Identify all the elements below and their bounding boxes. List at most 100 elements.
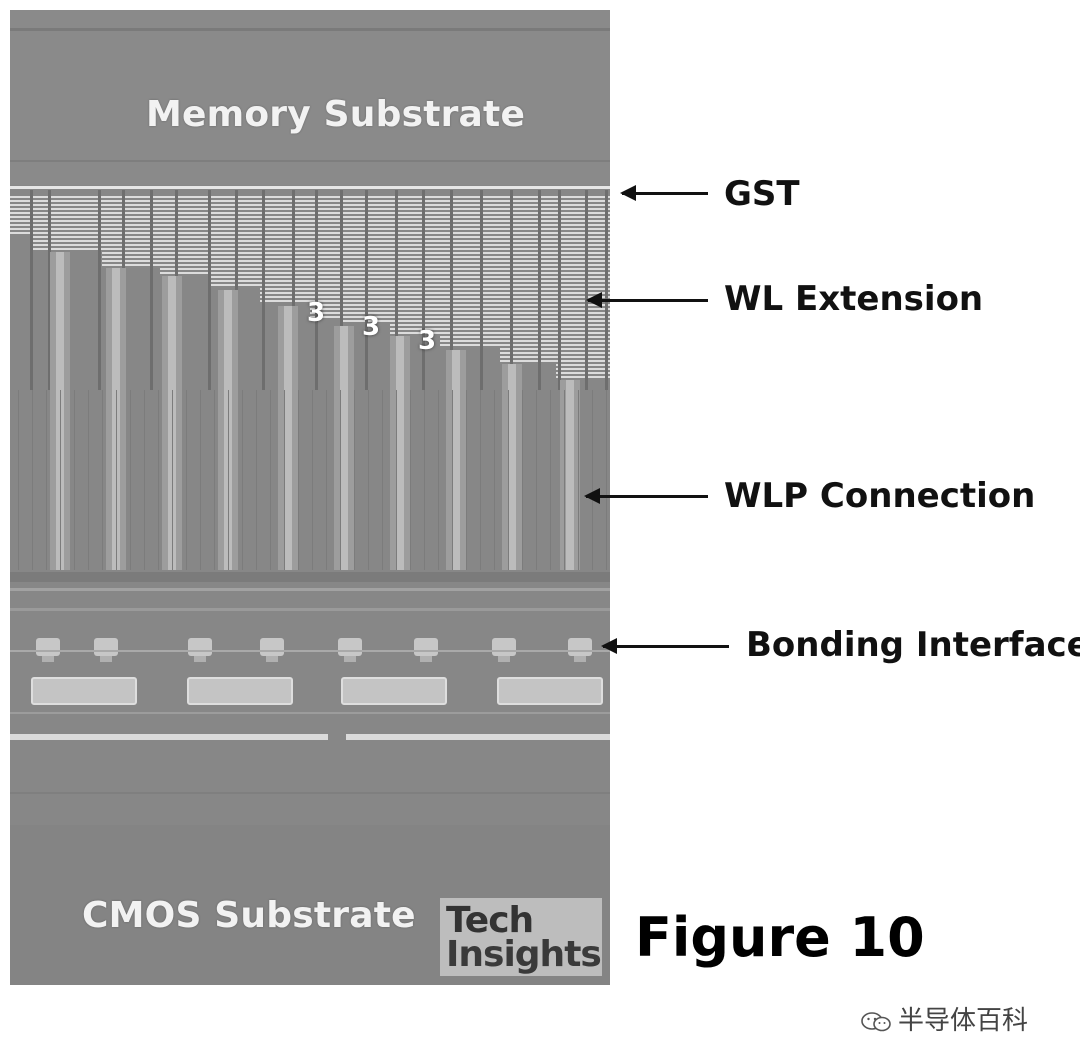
dielectric-line bbox=[200, 390, 201, 570]
dielectric-line bbox=[564, 390, 565, 570]
stack-slit bbox=[340, 190, 343, 390]
dielectric-line bbox=[354, 390, 355, 570]
word-line-layer bbox=[340, 320, 610, 322]
stack-slit bbox=[48, 190, 51, 390]
stack-slit bbox=[292, 190, 295, 390]
substrate-band bbox=[10, 28, 610, 31]
word-line-layer bbox=[310, 304, 610, 306]
dielectric-line bbox=[494, 390, 495, 570]
bonding-via bbox=[420, 656, 432, 662]
dielectric-line bbox=[340, 390, 341, 570]
dielectric-line bbox=[214, 390, 215, 570]
stack-slit bbox=[208, 190, 211, 390]
word-line-layer bbox=[260, 292, 610, 294]
stack-slit bbox=[480, 190, 483, 390]
word-line-layer bbox=[390, 332, 610, 334]
bonding-interface-arrow bbox=[601, 638, 729, 654]
dielectric-line bbox=[396, 390, 397, 570]
bonding-via bbox=[42, 656, 54, 662]
word-line-layer bbox=[440, 344, 610, 346]
word-line-layer bbox=[390, 328, 610, 330]
dielectric-line bbox=[116, 390, 117, 570]
dielectric-line bbox=[158, 390, 159, 570]
dielectric-line bbox=[578, 390, 579, 570]
word-line-layer bbox=[10, 220, 610, 222]
word-line-layer bbox=[10, 204, 610, 206]
dielectric-line bbox=[186, 390, 187, 570]
cmos-pad bbox=[187, 677, 293, 705]
dielectric-line bbox=[228, 390, 229, 570]
metal-layer bbox=[10, 588, 610, 591]
word-line-layer bbox=[102, 252, 610, 254]
word-line-layer bbox=[10, 232, 610, 234]
dielectric-line bbox=[144, 390, 145, 570]
dielectric-line bbox=[102, 390, 103, 570]
dielectric-line bbox=[130, 390, 131, 570]
stack-slit bbox=[585, 190, 588, 390]
dielectric-line bbox=[88, 390, 89, 570]
word-line-layer bbox=[210, 280, 610, 282]
word-line-layer bbox=[310, 316, 610, 318]
dielectric-line bbox=[452, 390, 453, 570]
logo-line-1: Tech bbox=[446, 900, 534, 941]
watermark-text: 半导体百科 bbox=[898, 1006, 1029, 1036]
wlp-pillar-core bbox=[340, 326, 348, 570]
dielectric-line bbox=[466, 390, 467, 570]
substrate-band bbox=[10, 160, 610, 162]
dielectric-line bbox=[60, 390, 61, 570]
dielectric-line bbox=[242, 390, 243, 570]
word-line-layer bbox=[32, 248, 610, 250]
bonding-via bbox=[194, 656, 206, 662]
dielectric-line bbox=[410, 390, 411, 570]
word-line-layer bbox=[210, 276, 610, 278]
stack-slit bbox=[558, 190, 561, 390]
dielectric-line bbox=[368, 390, 369, 570]
bonding-interface-line bbox=[10, 650, 610, 652]
bonding-pad bbox=[188, 638, 212, 656]
dielectric-line bbox=[508, 390, 509, 570]
bonding-pad bbox=[568, 638, 592, 656]
cmos-pad bbox=[31, 677, 137, 705]
stack-slit bbox=[395, 190, 398, 390]
metal-layer bbox=[10, 712, 610, 714]
bonding-pad bbox=[338, 638, 362, 656]
bonding-via bbox=[266, 656, 278, 662]
wechat-icon bbox=[861, 1011, 891, 1031]
cmos-metal-line bbox=[10, 734, 328, 740]
bonding-via bbox=[100, 656, 112, 662]
dielectric-line bbox=[326, 390, 327, 570]
word-line-layer bbox=[32, 240, 610, 242]
step-label-2: 3 bbox=[362, 312, 381, 342]
word-line-layer bbox=[500, 360, 610, 362]
word-line-layer bbox=[102, 264, 610, 266]
wlp-pillar-core bbox=[566, 380, 574, 570]
word-line-layer bbox=[32, 236, 610, 238]
bonding-interface-annotation: Bonding Interface bbox=[746, 625, 1080, 665]
stack-slit bbox=[450, 190, 453, 390]
bonding-pad bbox=[414, 638, 438, 656]
word-line-layer bbox=[10, 216, 610, 218]
bonding-via bbox=[498, 656, 510, 662]
stack-slit bbox=[605, 190, 608, 390]
bonding-pad bbox=[36, 638, 60, 656]
cmos-pad bbox=[341, 677, 447, 705]
word-line-layer bbox=[10, 212, 610, 214]
word-line-layer bbox=[500, 352, 610, 354]
stack-slit bbox=[98, 190, 101, 390]
dielectric-line bbox=[438, 390, 439, 570]
memory-substrate-region bbox=[10, 10, 610, 185]
word-line-stack bbox=[10, 196, 610, 378]
dielectric-line bbox=[172, 390, 173, 570]
wlp-pillar-core bbox=[284, 306, 292, 570]
word-line-layer bbox=[556, 364, 610, 366]
word-line-layer bbox=[556, 368, 610, 370]
wl-extension-annotation: WL Extension bbox=[724, 279, 984, 319]
word-line-layer bbox=[10, 200, 610, 202]
figure-title: Figure 10 bbox=[635, 906, 925, 969]
stack-slit bbox=[150, 190, 153, 390]
word-line-layer bbox=[310, 312, 610, 314]
word-line-layer bbox=[160, 268, 610, 270]
word-line-layer bbox=[310, 308, 610, 310]
word-line-layer bbox=[500, 356, 610, 358]
metal-layer bbox=[10, 572, 610, 582]
